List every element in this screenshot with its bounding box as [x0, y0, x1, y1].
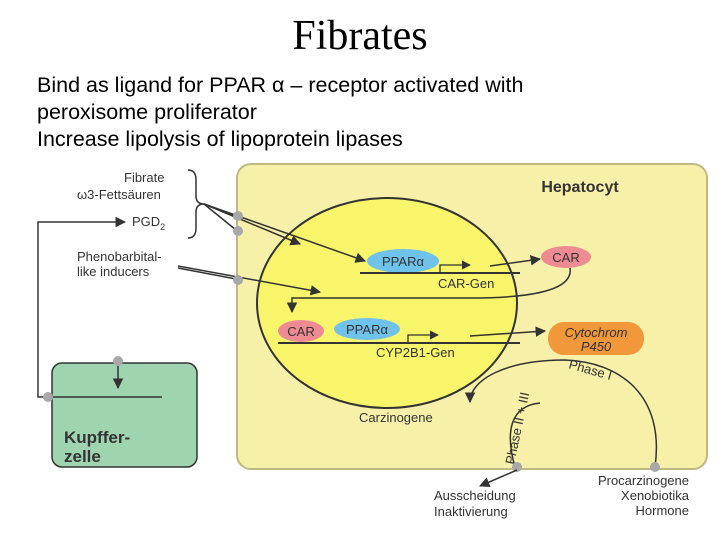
receptor-dot-1 — [233, 211, 243, 221]
car-gene-promoter-arrow — [439, 260, 471, 273]
bullet-list: Bind as ligand for PPAR α – receptor act… — [37, 72, 707, 153]
output-dot-right — [650, 462, 660, 472]
car-gen-label: CAR-Gen — [438, 276, 494, 291]
kupffer-cell — [51, 362, 198, 468]
kupffer-dot-left — [43, 392, 53, 402]
cytochrom-p450 — [548, 322, 644, 355]
arrow-to-ausscheidung — [479, 469, 518, 488]
bullet-line-2: peroxisome proliferator — [37, 100, 257, 124]
phase1-arc — [464, 359, 658, 468]
phenobarbital-to-membrane — [177, 267, 237, 280]
arrow-brace-to-membrane2 — [203, 203, 237, 231]
cyp-gene-promoter-arrow — [407, 330, 439, 343]
ppar-bottom — [334, 318, 400, 340]
input-brace — [187, 169, 205, 239]
car-bottom — [278, 320, 324, 342]
carzinogene-label: Carzinogene — [359, 410, 433, 425]
hormone-label: Hormone — [636, 503, 689, 518]
receptor-dot-2 — [233, 226, 243, 236]
arrow-car-to-lower — [286, 267, 571, 314]
kupffer-dot-top — [113, 356, 123, 366]
receptor-dot-3 — [233, 275, 243, 285]
xenobiotika-label: Xenobiotika — [621, 488, 690, 503]
bullet-line-1: Bind as ligand for PPAR α – receptor act… — [37, 73, 524, 97]
cytochrom-label-line2: P450 — [581, 339, 612, 354]
car-bottom-label: CAR — [287, 324, 314, 339]
cytochrom-label-line1: Cytochrom — [565, 325, 628, 340]
phenobarbital-label-line1: Phenobarbital- — [77, 249, 162, 264]
kupffer-label-line1: Kupffer- — [64, 428, 130, 447]
arrow-brace-to-membrane1 — [203, 203, 237, 217]
omega3-label: ω3-Fettsäuren — [77, 187, 161, 202]
phenobarbital-label-line2: like inducers — [77, 264, 150, 279]
car-top — [541, 246, 591, 268]
pgd2-label: PGD2 — [132, 214, 165, 232]
ausscheidung-label: Ausscheidung — [434, 488, 516, 503]
arrow-to-car-top — [489, 255, 542, 267]
hepatocyte-label: Hepatocyt — [541, 179, 619, 196]
cyp2b1-gen-label: CYP2B1-Gen — [376, 345, 455, 360]
ppar-top — [367, 249, 439, 273]
ppar-bottom-label: PPARα — [346, 322, 388, 337]
car-top-label: CAR — [552, 250, 579, 265]
fibrate-label: Fibrate — [124, 170, 164, 185]
output-dot-left — [512, 462, 522, 472]
inaktivierung-label: Inaktivierung — [434, 504, 508, 519]
procarzinogene-label: Procarzinogene — [598, 473, 689, 488]
slide-title: Fibrates — [292, 13, 428, 59]
bullet-line-3: Increase lipolysis of lipoprotein lipase… — [37, 127, 403, 151]
nucleus — [256, 197, 518, 409]
kupffer-label-line2: zelle — [64, 447, 101, 466]
arrow-phenobarbital-to-nucleus — [177, 265, 322, 296]
phase23-arc — [509, 402, 541, 468]
arrow-to-cytochrom — [469, 326, 547, 337]
hepatocyte-diagram: Hepatocyt Kupffer- zelle Fibrate ω3-Fett… — [37, 163, 708, 519]
ppar-top-label: PPARα — [382, 254, 424, 269]
